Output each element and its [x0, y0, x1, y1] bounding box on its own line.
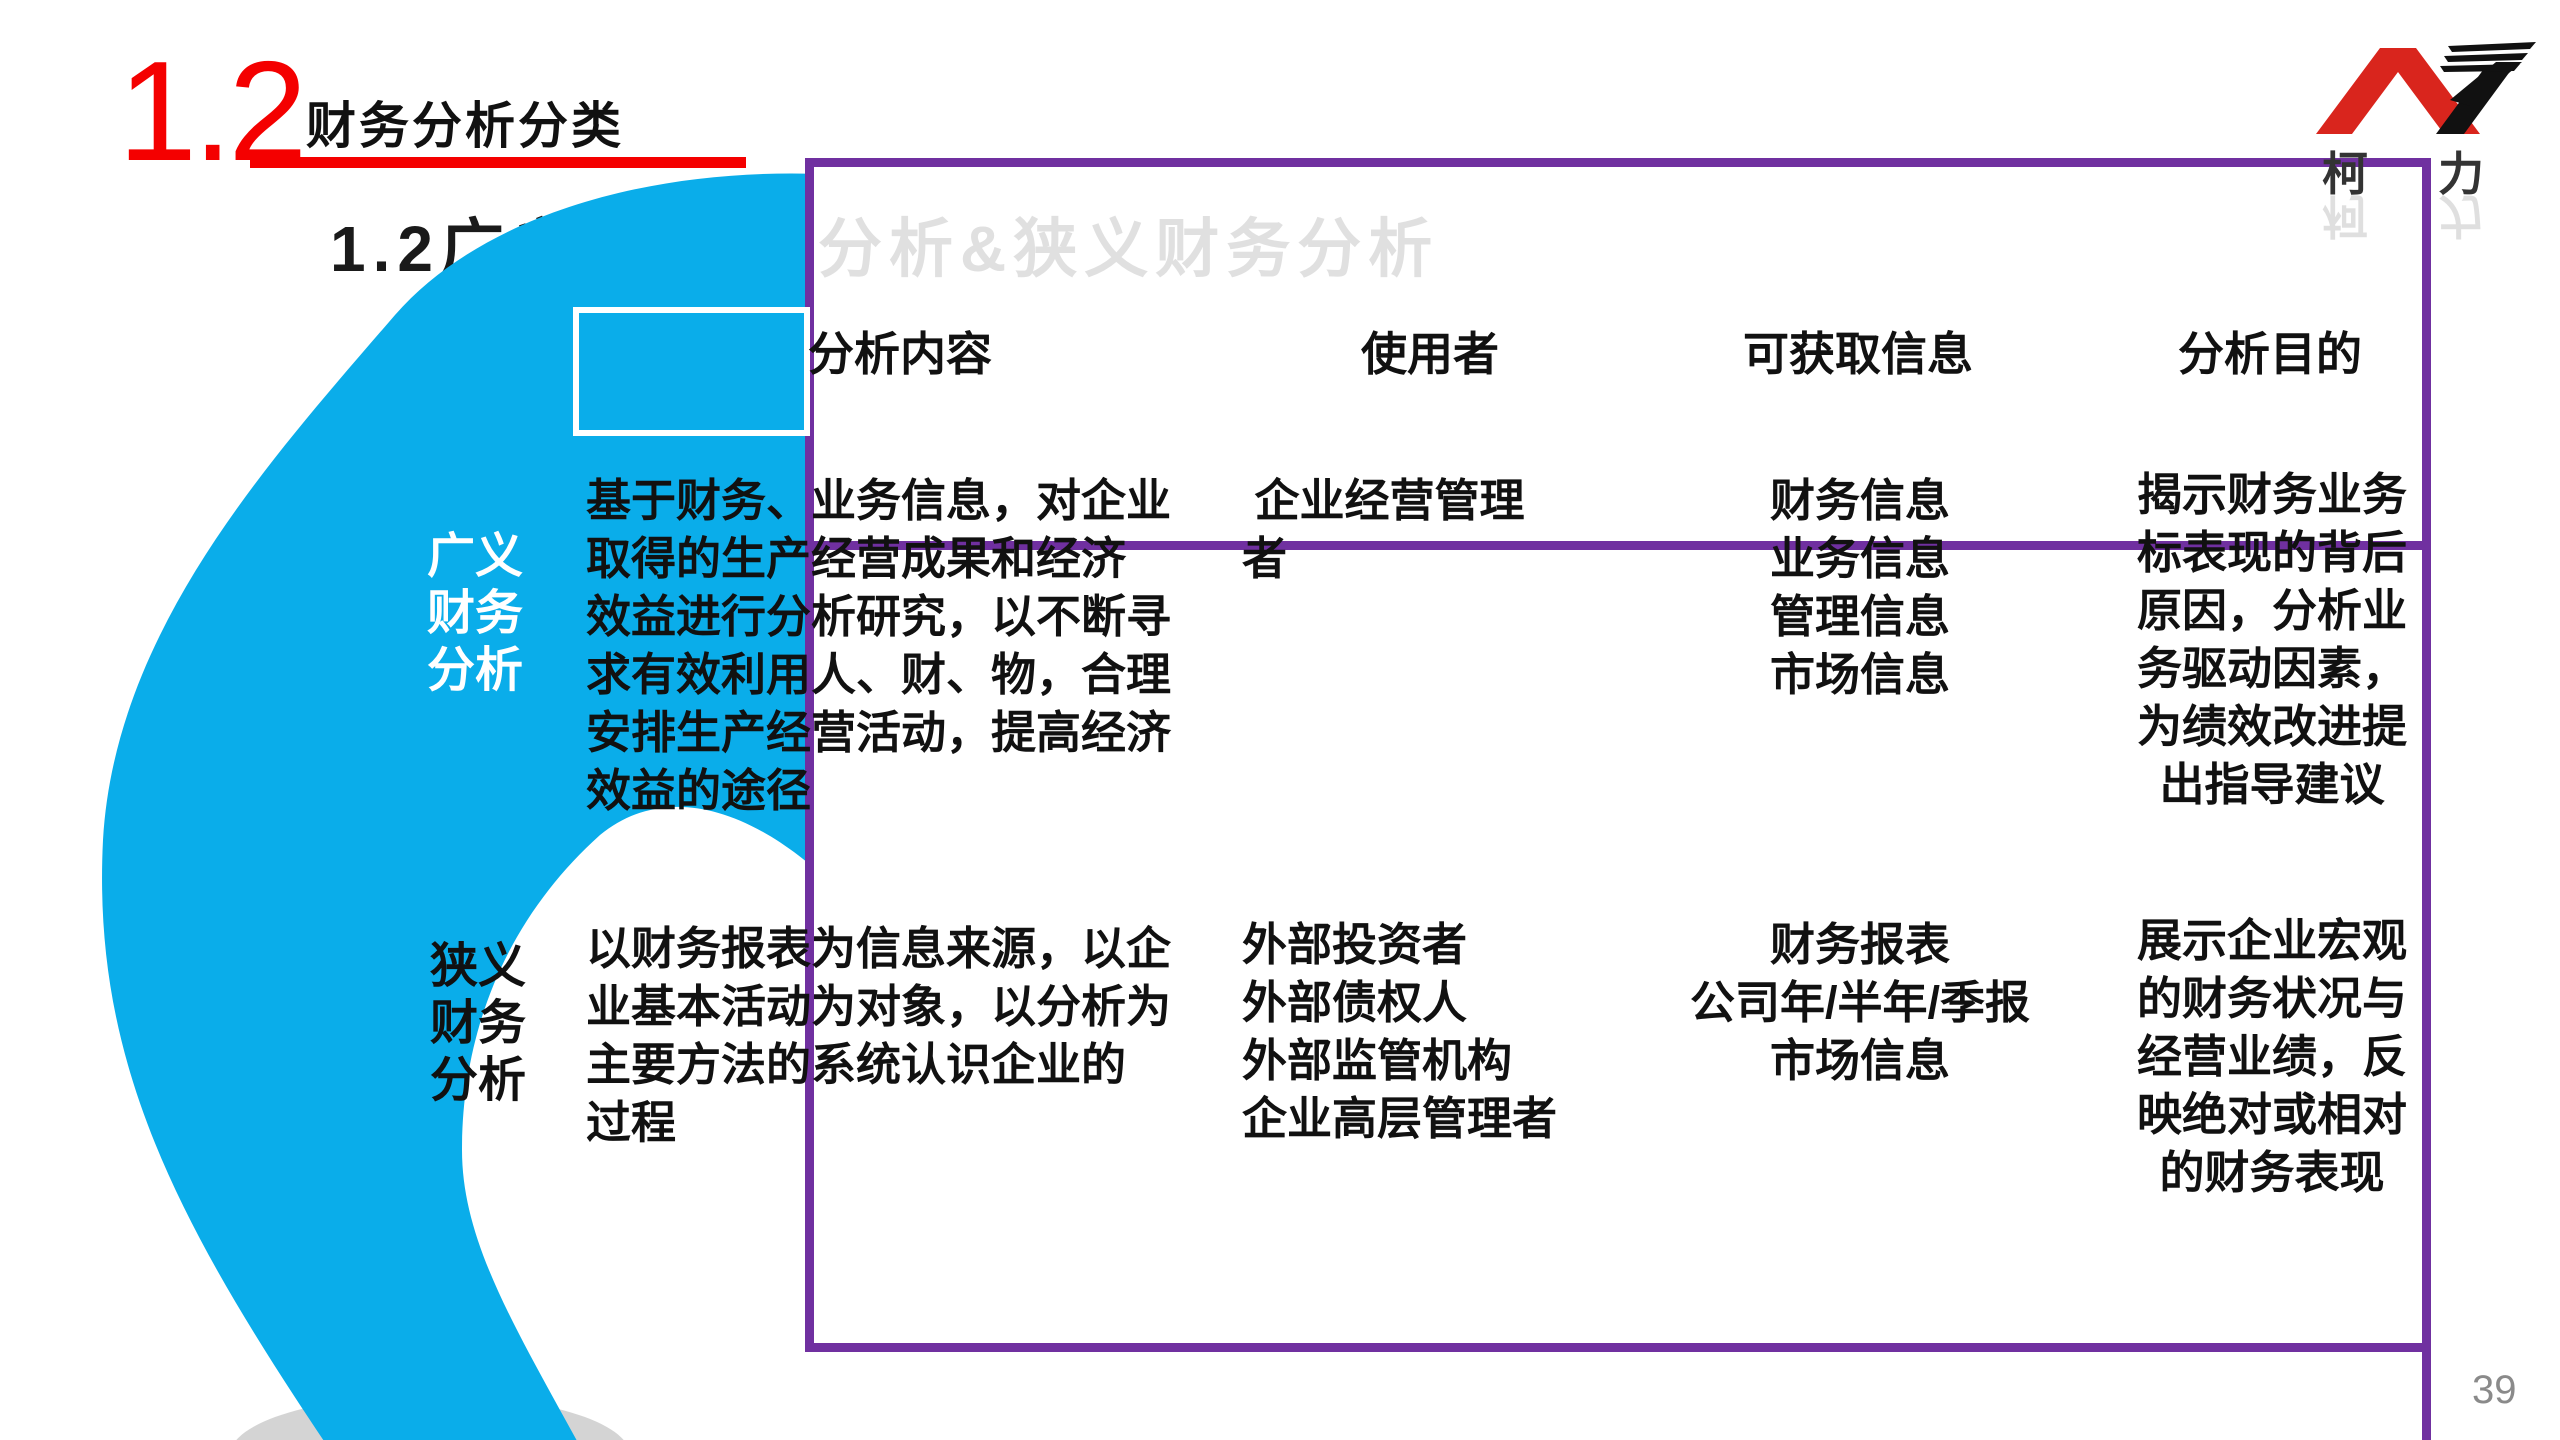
- text-line: 业基本活动为对象，以分析为: [586, 981, 1172, 1032]
- text-line: 管理信息: [1769, 591, 1950, 642]
- logo-speed-line-2: [2444, 53, 2528, 62]
- cell-broad-users: 企业经营管理者: [1242, 472, 1642, 588]
- text-line: 的财务状况与: [2136, 973, 2407, 1024]
- text-line: 企业高层管理者: [1242, 1093, 1558, 1144]
- text-line: 揭示财务业务: [2136, 469, 2407, 520]
- logo-red-lambda: [2316, 48, 2480, 134]
- text-line: 外部监管机构: [1242, 1035, 1513, 1086]
- slide-title: 财务分析分类: [306, 98, 624, 154]
- text-line: 展示企业宏观: [2136, 915, 2407, 966]
- logo-black-k-arm2: [2450, 62, 2522, 106]
- table-frame: [805, 158, 2431, 1352]
- row-label-narrow: 狭义财务分析: [423, 938, 533, 1109]
- text-line: 效益的途径: [586, 765, 812, 816]
- text-line: 原因，分析业: [2136, 585, 2407, 636]
- slide-subtitle-ghost: 分析&狭义财务分析: [818, 213, 1440, 285]
- text-line: 务驱动因素，: [2136, 643, 2407, 694]
- text-line: 效益进行分析研究，以不断寻: [586, 591, 1172, 642]
- cell-narrow-content: 以财务报表为信息来源，以企业基本活动为对象，以分析为主要方法的系统认识企业的过程: [586, 920, 1266, 1152]
- row-label-broad: 广义财务分析: [420, 528, 530, 699]
- text-line: 市场信息: [1769, 1035, 1950, 1086]
- text-line: 安排生产经营活动，提高经济: [586, 707, 1172, 758]
- cell-narrow-users: 外部投资者外部债权人外部监管机构企业高层管理者: [1242, 916, 1662, 1148]
- text-line: 财务报表: [1769, 919, 1950, 970]
- text-line: 业务信息: [1769, 533, 1950, 584]
- text-line: 基于财务、业务信息，对企业: [586, 475, 1172, 526]
- column-header-purpose: 分析目的: [2178, 328, 2362, 380]
- text-line: 出指导建议: [2159, 759, 2385, 810]
- column-header-content: 分析内容: [808, 328, 992, 380]
- title-underline: [250, 157, 746, 168]
- table-corner-cell: [573, 307, 810, 436]
- text-line: 外部投资者: [1242, 919, 1468, 970]
- text-line: 财务信息: [1769, 475, 1950, 526]
- text-line: 外部债权人: [1242, 977, 1468, 1028]
- cell-broad-content: 基于财务、业务信息，对企业取得的生产经营成果和经济效益进行分析研究，以不断寻求有…: [586, 472, 1266, 820]
- text-line: 为绩效改进提: [2136, 701, 2407, 752]
- table-frame-right-stub: [2422, 1334, 2431, 1440]
- logo-wordmark: 柯力: [2322, 148, 2554, 200]
- text-line: 分析: [429, 1054, 526, 1107]
- text-line: 经营业绩，反: [2136, 1031, 2407, 1082]
- cell-narrow-info: 财务报表公司年/半年/季报市场信息: [1640, 916, 2080, 1090]
- section-number: 1.2: [118, 32, 307, 191]
- keli-logo-icon: [2316, 42, 2536, 134]
- text-line: 求有效利用人、财、物，合理: [586, 649, 1172, 700]
- text-line: 财务: [429, 997, 526, 1050]
- crescent-shape: [102, 173, 930, 1440]
- cell-broad-purpose: 揭示财务业务标表现的背后原因，分析业务驱动因素， 为绩效改进提出指导建议: [2110, 466, 2434, 814]
- logo-speed-line-1: [2448, 42, 2536, 52]
- table-row-divider: [805, 541, 2431, 550]
- text-line: 市场信息: [1769, 649, 1950, 700]
- text-line: 以财务报表为信息来源，以企: [586, 923, 1172, 974]
- text-line: 标表现的背后: [2136, 527, 2407, 578]
- column-header-info: 可获取信息: [1743, 328, 1973, 380]
- logo-speed-line-3: [2440, 64, 2520, 72]
- text-line: 分析: [426, 644, 523, 697]
- text-line: 广义: [426, 530, 523, 583]
- text-line: 的财务表现: [2159, 1147, 2385, 1198]
- text-line: 映绝对或相对: [2136, 1089, 2407, 1140]
- text-line: 财务: [426, 587, 523, 640]
- text-line: 过程: [586, 1097, 677, 1148]
- text-line: 公司年/半年/季报: [1689, 977, 2030, 1028]
- text-line: 主要方法的系统认识企业的: [586, 1039, 1127, 1090]
- page-number: 39: [2472, 1368, 2517, 1412]
- cell-narrow-purpose: 展示企业宏观的财务状况与经营业绩，反映绝对或相对的财务表现: [2110, 912, 2434, 1202]
- text-line: 取得的生产经营成果和经济: [586, 533, 1127, 584]
- text-line: 企业经营管理: [1242, 475, 1525, 526]
- cell-broad-info: 财务信息业务信息管理信息市场信息: [1660, 472, 2060, 704]
- text-line: 者: [1242, 533, 1288, 584]
- column-header-users: 使用者: [1361, 328, 1499, 380]
- text-line: 狭义: [429, 940, 526, 993]
